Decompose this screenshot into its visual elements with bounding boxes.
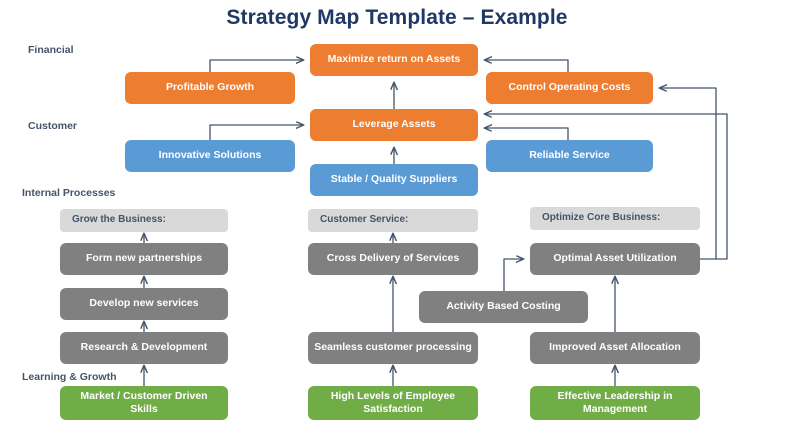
node-form-new-partnerships[interactable]: Form new partnerships bbox=[60, 243, 228, 275]
perspective-label-learning-growth: Learning & Growth bbox=[22, 371, 117, 383]
perspective-label-internal-processes: Internal Processes bbox=[22, 187, 116, 199]
node-leverage-assets[interactable]: Leverage Assets bbox=[310, 109, 478, 141]
page-title: Strategy Map Template – Example bbox=[226, 6, 568, 29]
node-optimal-asset-utilization[interactable]: Optimal Asset Utilization bbox=[530, 243, 700, 275]
node-market-customer-driven-skills[interactable]: Market / Customer Driven Skills bbox=[60, 386, 228, 420]
node-improved-asset-allocation[interactable]: Improved Asset Allocation bbox=[530, 332, 700, 364]
connector-reliable-service-to-leverage-assets bbox=[485, 128, 569, 141]
node-effective-leadership-in-management[interactable]: Effective Leadership in Management bbox=[530, 386, 700, 420]
node-reliable-service[interactable]: Reliable Service bbox=[486, 140, 653, 172]
perspective-label-customer: Customer bbox=[28, 120, 78, 132]
connector-control-operating-costs-to-maximize-return bbox=[485, 60, 569, 73]
node-high-levels-of-employee-satisfaction[interactable]: High Levels of Employee Satisfaction bbox=[308, 386, 478, 420]
connector-profitable-growth-to-maximize-return bbox=[209, 60, 303, 73]
node-profitable-growth[interactable]: Profitable Growth bbox=[125, 72, 295, 104]
node-seamless-customer-processing[interactable]: Seamless customer processing bbox=[308, 332, 478, 364]
node-control-operating-costs[interactable]: Control Operating Costs bbox=[486, 72, 653, 104]
perspective-label-financial: Financial bbox=[28, 44, 74, 56]
connector-optimal-asset-utilization-to-leverage-assets bbox=[485, 114, 728, 260]
node-stable-quality-suppliers[interactable]: Stable / Quality Suppliers bbox=[310, 164, 478, 196]
node-optimize-core-business[interactable]: Optimize Core Business: bbox=[530, 207, 700, 230]
connector-innovative-solutions-to-leverage-assets bbox=[209, 125, 303, 141]
node-cross-delivery-of-services[interactable]: Cross Delivery of Services bbox=[308, 243, 478, 275]
node-develop-new-services[interactable]: Develop new services bbox=[60, 288, 228, 320]
node-grow-the-business[interactable]: Grow the Business: bbox=[60, 209, 228, 232]
node-innovative-solutions[interactable]: Innovative Solutions bbox=[125, 140, 295, 172]
node-research-and-development[interactable]: Research & Development bbox=[60, 332, 228, 364]
node-maximize-return-on-assets[interactable]: Maximize return on Assets bbox=[310, 44, 478, 76]
connector-right-loop-to-control-operating-costs bbox=[660, 88, 717, 260]
node-activity-based-costing[interactable]: Activity Based Costing bbox=[419, 291, 588, 323]
connector-activity-based-costing-to-optimal-asset-utilization bbox=[503, 259, 523, 292]
node-customer-service[interactable]: Customer Service: bbox=[308, 209, 478, 232]
